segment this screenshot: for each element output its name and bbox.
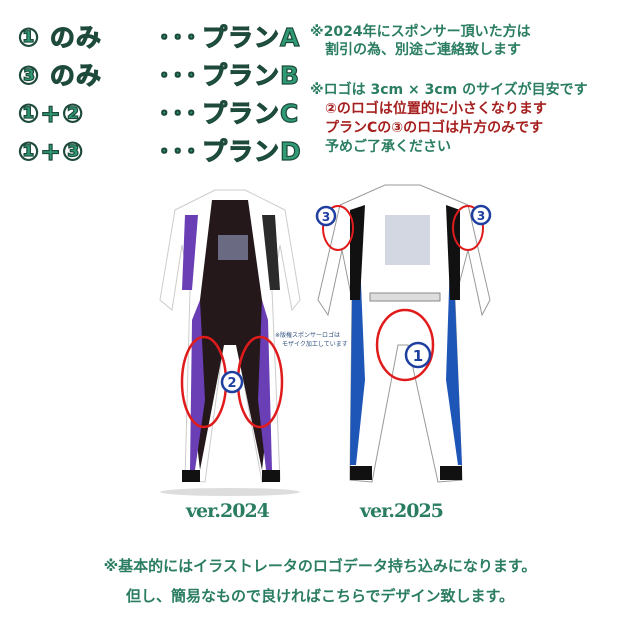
size-note-4: 予めご了承ください — [325, 139, 451, 155]
version-2025-label: ver.2025 — [360, 500, 444, 522]
logo-area-1 — [375, 308, 435, 382]
plan-label: プランD — [201, 136, 302, 166]
mosaic-note-1: ※版権スポンサーロゴは — [275, 332, 341, 339]
plan-dots: ･･･ — [157, 22, 199, 52]
size-note-3: プランCの③のロゴは片方のみです — [325, 120, 544, 136]
plan-label: プランC — [201, 98, 300, 128]
logo-area-3-left — [322, 205, 354, 251]
plan-combo: ①+② — [17, 98, 85, 128]
plan-combo: ① のみ — [17, 22, 102, 52]
version-2024-label: ver.2024 — [186, 500, 270, 522]
marker-one-label: 1 — [413, 347, 423, 365]
plan-dots: ･･･ — [157, 136, 199, 166]
size-note-2: ②のロゴは位置的に小さくなります — [325, 101, 547, 117]
marker-one-icon — [404, 341, 432, 369]
suit-2024: 2 — [159, 189, 301, 496]
marker-three-label: 3 — [322, 210, 330, 224]
discount-note-1: ※2024年にスポンサー頂いた方は — [310, 24, 531, 40]
plan-combo: ①+③ — [17, 136, 85, 166]
marker-three-left-icon — [315, 205, 337, 227]
plan-b-row: ③ のみ ･･･プランB — [17, 56, 301, 92]
plan-c-row: ①+② ･･･プランC — [17, 94, 300, 130]
mosaic-note-2: モザイク加工しています — [282, 341, 348, 348]
plan-label: プランB — [201, 60, 301, 90]
plan-label: プランA — [201, 22, 301, 52]
marker-three-label: 3 — [477, 209, 485, 223]
marker-two-label: 2 — [227, 376, 236, 391]
marker-three-right-icon — [470, 204, 492, 226]
logo-area-3-right — [452, 205, 484, 251]
discount-note-2: 割引の為、別途ご連絡致します — [325, 42, 521, 58]
plan-d-row: ①+③ ･･･プランD — [17, 132, 302, 168]
marker-two-icon — [220, 370, 244, 394]
footer-note-2: 但し、簡易なもので良ければこちらでデザイン致します。 — [125, 587, 515, 605]
footer-note-1: ※基本的にはイラストレータのロゴデータ持ち込みになります。 — [103, 557, 537, 575]
plan-a-row: ① のみ ･･･プランA — [17, 18, 301, 54]
plan-dots: ･･･ — [157, 98, 199, 128]
suit-2025: 3 3 1 — [315, 184, 492, 483]
size-note-1: ※ロゴは 3cm × 3cm のサイズが目安です — [310, 82, 588, 98]
plan-combo: ③ のみ — [17, 60, 102, 90]
plan-dots: ･･･ — [157, 60, 199, 90]
